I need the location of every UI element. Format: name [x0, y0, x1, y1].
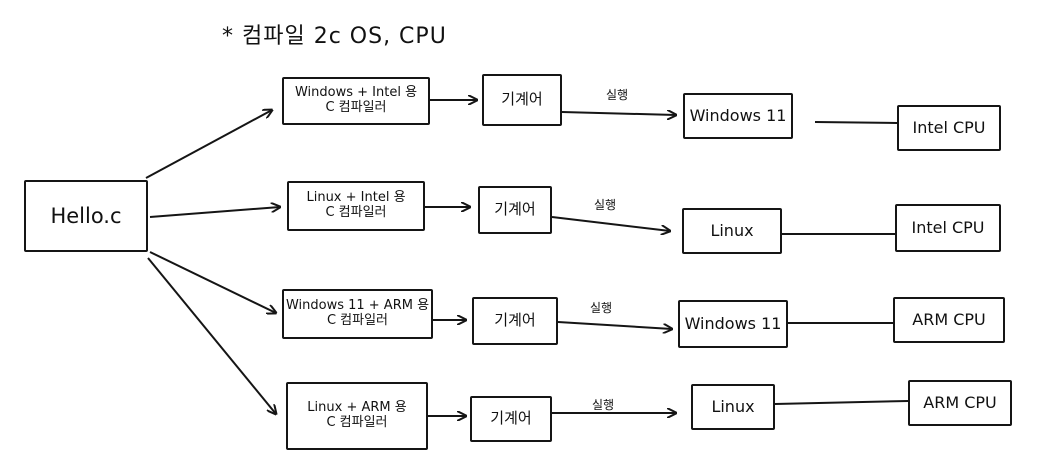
compiler-target-label-3: Windows 11 + ARM 용	[285, 298, 430, 314]
cpu-box-2: Intel CPU	[895, 204, 1001, 252]
compiler-name-label-4: C 컴파일러	[326, 415, 388, 430]
link-os-to-cpu-1	[814, 121, 898, 124]
cpu-box-3: ARM CPU	[893, 297, 1005, 343]
compiler-box-4: Linux + ARM 용 C 컴파일러	[286, 382, 428, 450]
compiler-box-1: Windows + Intel 용 C 컴파일러	[282, 77, 430, 125]
run-label-3: 실행	[590, 301, 613, 315]
os-box-1: Windows 11	[683, 93, 793, 139]
arrow-source-to-compiler-4	[147, 257, 276, 414]
os-label-4: Linux	[711, 396, 755, 416]
machine-code-label-3: 기계어	[494, 311, 536, 330]
source-file-box: Hello.c	[24, 180, 148, 252]
machine-code-label-4: 기계어	[490, 409, 532, 428]
arrow-source-to-compiler-1	[145, 110, 272, 179]
os-box-2: Linux	[682, 208, 782, 254]
compiler-box-2: Linux + Intel 용 C 컴파일러	[287, 181, 425, 231]
link-os-to-cpu-4	[774, 400, 909, 405]
machine-code-box-4: 기계어	[470, 396, 552, 442]
compiler-box-3: Windows 11 + ARM 용 C 컴파일러	[282, 289, 433, 339]
source-file-label: Hello.c	[50, 203, 122, 228]
os-box-4: Linux	[691, 384, 775, 430]
compiler-name-label-2: C 컴파일러	[325, 205, 387, 220]
machine-code-label-1: 기계어	[501, 90, 543, 109]
cpu-box-1: Intel CPU	[897, 105, 1001, 151]
compiler-target-label-1: Windows + Intel 용	[294, 85, 418, 101]
cpu-label-2: Intel CPU	[911, 217, 985, 237]
run-label-4: 실행	[592, 398, 615, 412]
arrow-machine-to-os-3	[557, 321, 672, 329]
arrow-source-to-compiler-2	[149, 207, 280, 218]
arrow-machine-to-os-1	[561, 112, 676, 115]
run-label-1: 실행	[606, 88, 629, 102]
cpu-box-4: ARM CPU	[908, 380, 1012, 426]
compiler-name-label-1: C 컴파일러	[325, 100, 387, 115]
machine-code-box-2: 기계어	[478, 186, 552, 234]
compiler-name-label-3: C 컴파일러	[326, 313, 389, 328]
machine-code-box-1: 기계어	[482, 74, 562, 126]
os-box-3: Windows 11	[678, 300, 788, 348]
cpu-label-1: Intel CPU	[912, 117, 986, 137]
machine-code-box-3: 기계어	[472, 297, 558, 345]
compiler-target-label-2: Linux + Intel 용	[306, 190, 406, 206]
machine-code-label-2: 기계어	[494, 200, 536, 219]
arrow-machine-to-os-2	[551, 216, 670, 231]
compiler-target-label-4: Linux + ARM 용	[307, 400, 407, 416]
cpu-label-4: ARM CPU	[923, 392, 997, 412]
arrow-source-to-compiler-3	[149, 251, 276, 313]
os-label-2: Linux	[710, 220, 754, 240]
os-label-3: Windows 11	[684, 313, 782, 333]
os-label-1: Windows 11	[689, 105, 787, 125]
diagram-title: * 컴파일 2c OS, CPU	[222, 24, 447, 49]
cpu-label-3: ARM CPU	[912, 309, 986, 329]
run-label-2: 실행	[594, 198, 617, 212]
